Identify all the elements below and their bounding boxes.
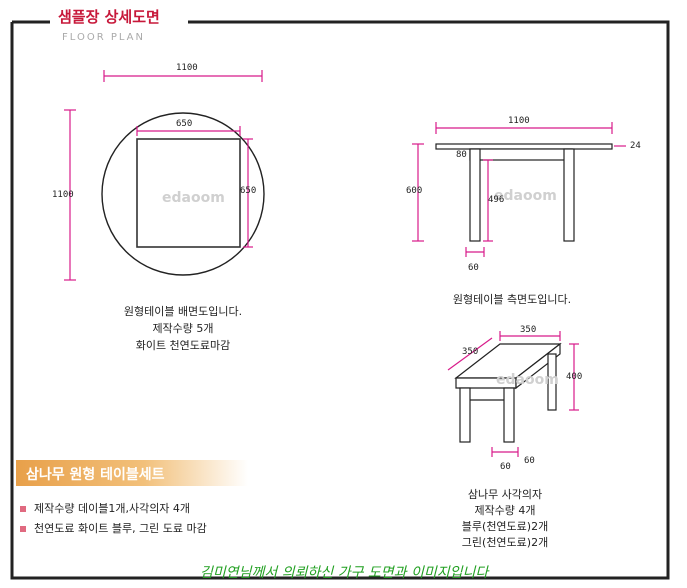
summary-bullet-1: 제작수량 데이블1개,사각의자 4개 — [20, 500, 190, 516]
summary-bullet-2-text: 천연도료 화이트 블루, 그린 도료 마감 — [34, 522, 207, 535]
dim-top-outer-width: 1100 — [176, 63, 198, 73]
dim-side-height: 600 — [406, 186, 423, 196]
dim-top-inner-height: 650 — [240, 186, 257, 196]
summary-bullet-1-text: 제작수량 데이블1개,사각의자 4개 — [34, 502, 191, 515]
summary-title: 삼나무 원형 테이블세트 — [26, 467, 165, 483]
round-tabletop-outline — [101, 112, 265, 276]
top-view-caption-line-1: 원형테이블 배면도입니다. — [123, 305, 243, 318]
chair-caption-line-4: 그린(천연도료)2개 — [461, 536, 549, 549]
watermark-chair-view: edaoom — [496, 372, 559, 388]
chair-leg-back-right — [547, 353, 557, 411]
chair-leg-front-left — [459, 387, 471, 443]
summary-bullet-2: 천연도료 화이트 블루, 그린 도료 마감 — [20, 520, 207, 536]
dim-chair-width: 350 — [520, 325, 537, 335]
page-subtitle: FLOOR PLAN — [62, 32, 145, 43]
dim-chair-height: 400 — [566, 372, 583, 382]
chair-drawing — [454, 342, 562, 443]
side-view-caption: 원형테이블 측면도입니다. — [452, 293, 572, 306]
watermark-side-view: edaoom — [494, 188, 557, 204]
dim-chair-leg-b: 60 — [524, 456, 535, 466]
chair-caption-line-1: 삼나무 사각의자 — [467, 488, 543, 501]
chair-dimension-lines — [447, 331, 579, 457]
summary-banner: 삼나무 원형 테이블세트 — [16, 460, 248, 486]
chair-caption-line-2: 제작수량 4개 — [474, 504, 536, 517]
top-view-dimension-lines — [64, 70, 263, 281]
dim-top-inner-width: 650 — [176, 119, 193, 129]
side-leg-left — [469, 148, 481, 242]
dim-side-apron: 80 — [456, 150, 467, 160]
dim-chair-leg-a: 60 — [500, 462, 511, 472]
bullet-square-icon — [20, 506, 26, 512]
page-title: 샘플장 상세도면 — [58, 8, 160, 26]
side-leg-right — [563, 148, 575, 242]
bullet-square-icon — [20, 526, 26, 532]
page-frame — [10, 20, 670, 580]
top-view-caption-line-2: 제작수량 5개 — [152, 322, 214, 335]
chair-caption-line-3: 블루(천연도료)2개 — [461, 520, 549, 533]
dim-chair-depth: 350 — [462, 347, 479, 357]
dim-side-top-thickness: 24 — [630, 141, 641, 151]
dim-side-leg: 60 — [468, 263, 479, 273]
chair-leg-front-right — [503, 387, 515, 443]
dim-side-width: 1100 — [508, 116, 530, 126]
side-view-dimension-lines — [412, 122, 626, 257]
top-view-caption-line-3: 화이트 천연도료마감 — [135, 339, 231, 352]
dim-side-inner: 496 — [488, 195, 505, 205]
dim-top-height: 1100 — [52, 190, 74, 200]
watermark-top-view: edaoom — [162, 190, 225, 206]
side-apron — [469, 148, 573, 161]
side-tabletop — [435, 143, 613, 150]
table-base-square — [136, 138, 241, 248]
footer-note: 김미연님께서 의뢰하신 가구 도면과 이미지입니다 — [200, 565, 489, 581]
